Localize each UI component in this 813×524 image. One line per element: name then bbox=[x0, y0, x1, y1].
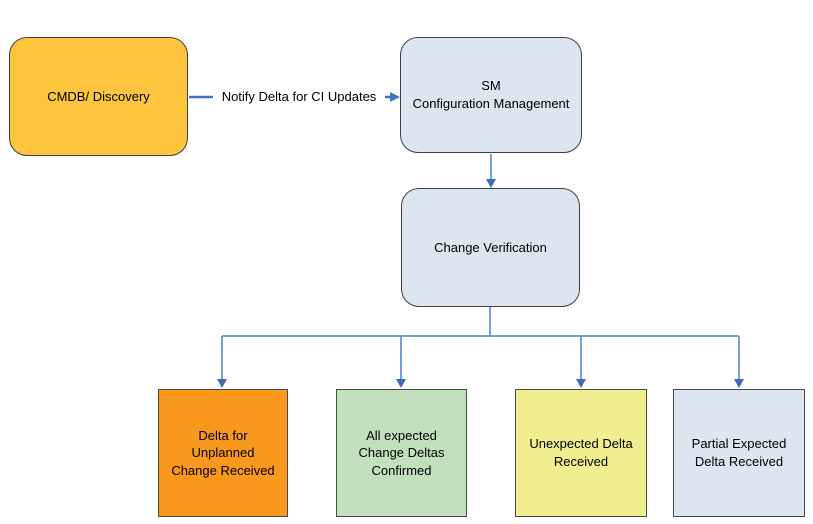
node-sm-configuration-management: SM Configuration Management bbox=[400, 37, 582, 153]
node-unexpected-delta-received: Unexpected Delta Received bbox=[515, 389, 647, 517]
node-delta-unplanned-change-received: Delta for Unplanned Change Received bbox=[158, 389, 288, 517]
node-all-expected-change-deltas-confirmed: All expected Change Deltas Confirmed bbox=[336, 389, 467, 517]
node-partial-expected-delta-received: Partial Expected Delta Received bbox=[673, 389, 805, 517]
node-partial-expected-delta-received-label: Partial Expected Delta Received bbox=[691, 436, 787, 469]
node-sm-configuration-management-label: SM Configuration Management bbox=[412, 78, 570, 111]
node-all-expected-change-deltas-confirmed-label: All expected Change Deltas Confirmed bbox=[358, 427, 445, 478]
arrow-sm-to-change-verification bbox=[486, 154, 496, 188]
node-unexpected-delta-received-label: Unexpected Delta Received bbox=[529, 436, 633, 469]
node-cmdb-discovery-label: CMDB/ Discovery bbox=[47, 88, 150, 104]
node-cmdb-discovery: CMDB/ Discovery bbox=[9, 37, 188, 156]
node-change-verification-label: Change Verification bbox=[434, 239, 547, 255]
edge-label-notify-delta-for-ci-updates: Notify Delta for CI Updates bbox=[213, 88, 385, 106]
branch-tree-lines bbox=[217, 307, 744, 388]
node-change-verification: Change Verification bbox=[401, 188, 580, 307]
node-delta-unplanned-change-received-label: Delta for Unplanned Change Received bbox=[171, 427, 275, 478]
